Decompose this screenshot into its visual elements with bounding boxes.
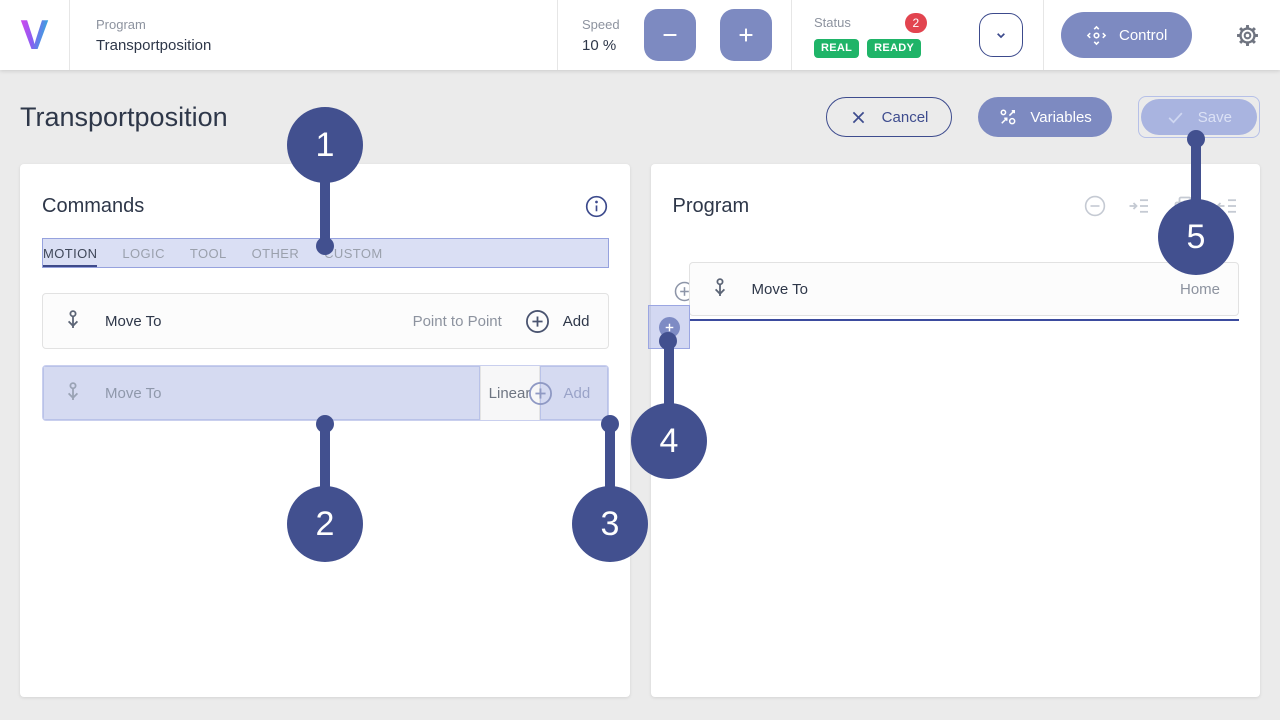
add-button-label[interactable]: Add [562, 312, 590, 330]
speed-label: Speed [582, 16, 620, 32]
callout-4-stem [664, 341, 674, 441]
add-circle-icon [673, 280, 694, 303]
move-to-icon [61, 309, 85, 333]
callout-1-dot [316, 237, 334, 255]
callout-5: 5 [1158, 199, 1234, 275]
variables-icon [998, 107, 1018, 127]
page-header: Transportposition Cancel Variables [0, 85, 1280, 149]
control-section: Control [1044, 0, 1280, 70]
callout-5-dot [1187, 130, 1205, 148]
callout-5-stem [1191, 139, 1201, 237]
top-bar: V Program Transportposition Speed 10 % S… [0, 0, 1280, 70]
callout-2-dot [316, 415, 334, 433]
insert-step-above-button[interactable] [673, 280, 694, 303]
indent-step-button[interactable] [1127, 194, 1151, 218]
step-name: Move To [751, 280, 808, 298]
speed-section: Speed 10 % [558, 0, 792, 70]
outdent-icon [1215, 194, 1239, 218]
command-row-highlight: Move To [43, 366, 480, 420]
logo-v-icon: V [20, 11, 49, 58]
command-mode: Point to Point [412, 312, 502, 330]
add-circle-icon[interactable] [527, 380, 554, 407]
command-name: Move To [105, 384, 162, 402]
check-icon [1166, 108, 1185, 127]
move-to-icon [61, 381, 85, 405]
step-target: Home [1179, 280, 1220, 298]
save-button[interactable]: Save [1140, 99, 1257, 135]
tab-motion[interactable]: MOTION [43, 239, 98, 267]
move-to-icon [708, 277, 732, 301]
notification-count-badge: 2 [904, 12, 927, 33]
chevron-down-icon [991, 25, 1011, 45]
save-button-focus-ring: Save [1137, 96, 1260, 138]
add-button-label[interactable]: Add [563, 384, 591, 402]
control-pad-icon [1086, 25, 1107, 46]
remove-circle-icon [1083, 194, 1107, 218]
variables-button[interactable]: Variables [978, 97, 1112, 137]
commands-info-button[interactable] [584, 194, 609, 219]
status-badge-ready: READY [867, 38, 922, 58]
control-button-label: Control [1119, 26, 1168, 44]
app-logo: V [0, 0, 70, 70]
commands-panel-title: Commands [42, 194, 145, 217]
status-badge-real: REAL [814, 38, 860, 58]
program-name: Transportposition [96, 36, 212, 54]
plus-icon [735, 24, 757, 46]
callout-2-stem [320, 424, 330, 524]
program-panel: Program [650, 164, 1260, 697]
program-panel-title: Program [672, 194, 750, 217]
tab-logic[interactable]: LOGIC [122, 245, 165, 261]
outdent-step-button[interactable] [1215, 194, 1239, 218]
callout-4-dot [659, 332, 677, 350]
cancel-button-label: Cancel [881, 108, 929, 126]
callout-3-dot [601, 415, 619, 433]
gear-icon [1234, 22, 1261, 49]
status-label: Status [814, 15, 851, 30]
status-section: Status 2 REAL READY [792, 0, 1044, 70]
indent-icon [1127, 194, 1151, 218]
status-expand-button[interactable] [979, 13, 1023, 57]
speed-value: 10 % [582, 36, 617, 54]
add-cell[interactable]: Add [528, 366, 608, 420]
command-row-moveto-linear[interactable]: Move To Linear Add [42, 365, 609, 421]
save-button-label: Save [1197, 108, 1232, 126]
callout-1-stem [320, 145, 330, 246]
page-title: Transportposition [20, 101, 228, 132]
x-icon [850, 109, 867, 126]
settings-button[interactable] [1234, 22, 1261, 49]
variables-button-label: Variables [1030, 108, 1092, 126]
callout-2: 2 [287, 486, 363, 562]
tab-tool[interactable]: TOOL [189, 245, 227, 261]
minus-icon [659, 24, 681, 46]
tab-custom[interactable]: CUSTOM [324, 245, 383, 261]
command-mode: Linear [479, 366, 540, 420]
info-icon [584, 194, 609, 219]
program-label: Program [96, 16, 146, 32]
remove-step-button[interactable] [1083, 194, 1107, 218]
command-row-moveto-ptp[interactable]: Move To Point to Point Add [42, 293, 609, 349]
speed-increase-button[interactable] [720, 9, 772, 61]
callout-4: 4 [631, 403, 707, 479]
insert-position-line [688, 319, 1239, 321]
callout-1: 1 [287, 107, 363, 183]
tab-other[interactable]: OTHER [251, 245, 300, 261]
speed-decrease-button[interactable] [644, 9, 696, 61]
callout-3: 3 [572, 486, 648, 562]
add-circle-icon[interactable] [524, 308, 551, 335]
callout-3-stem [605, 424, 615, 524]
program-info: Program Transportposition [70, 0, 558, 70]
control-button[interactable]: Control [1061, 12, 1193, 58]
command-name: Move To [105, 312, 162, 330]
cancel-button[interactable]: Cancel [825, 97, 953, 137]
program-step-moveto-home[interactable]: Move To Home [688, 262, 1239, 316]
